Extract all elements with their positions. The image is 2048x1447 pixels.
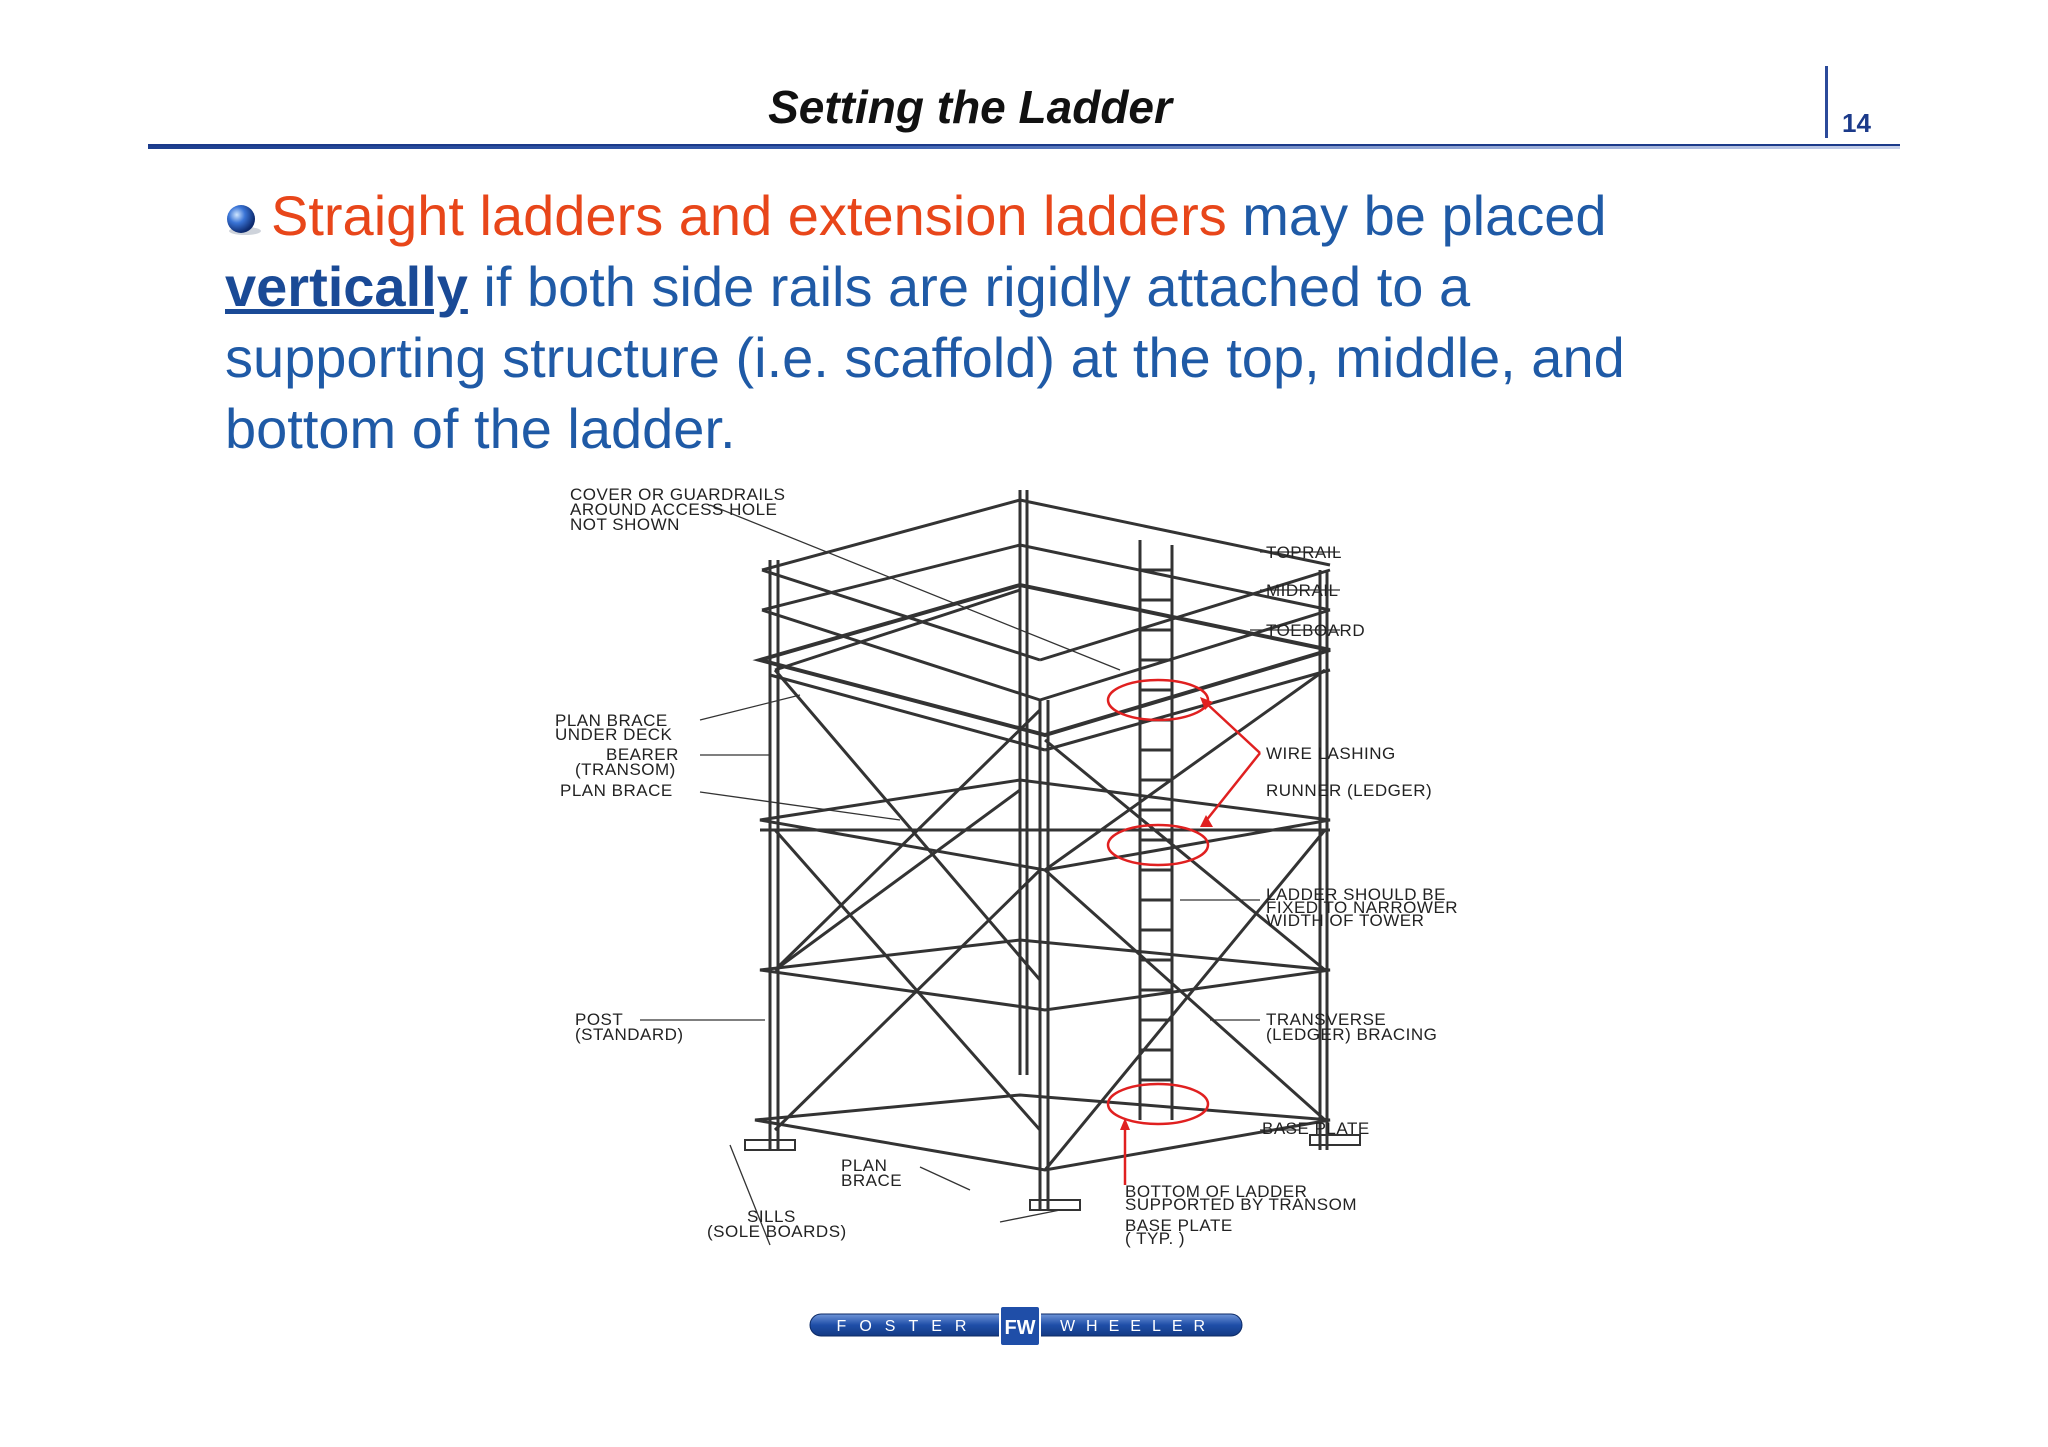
label-midrail: MIDRAIL	[1266, 581, 1338, 600]
logo-mark: FW	[1004, 1317, 1035, 1339]
foster-wheeler-logo: FOSTER FW WHEELER	[808, 1304, 1244, 1348]
highlight-phrase: Straight ladders and extension ladders	[271, 184, 1227, 247]
label-plan-brace: PLAN BRACE	[560, 781, 673, 800]
bullet-text-b: if both side rails are rigidly attached …	[225, 255, 1625, 460]
logo-left-text: FOSTER	[837, 1318, 980, 1335]
label-bearer: BEARER(TRANSOM)	[575, 745, 679, 779]
emphasis-word: vertically	[225, 255, 468, 318]
title-underline-edge	[148, 144, 1900, 146]
label-post: POST(STANDARD)	[575, 1010, 684, 1044]
label-toprail: TOPRAIL	[1266, 543, 1342, 562]
label-wire-lashing: WIRE LASHING	[1266, 744, 1396, 763]
label-sills: SILLS(SOLE BOARDS)	[707, 1207, 847, 1241]
label-transverse: TRANSVERSE(LEDGER) BRACING	[1266, 1010, 1437, 1044]
page-number: 14	[1842, 108, 1871, 138]
wire-lashing-callouts	[1106, 678, 1261, 1185]
bullet-text-a: may be placed	[1226, 184, 1607, 247]
bullet-paragraph: Straight ladders and extension ladders m…	[225, 180, 1745, 464]
logo-right-text: WHEELER	[1060, 1318, 1216, 1335]
page-divider	[1825, 66, 1828, 138]
slide-title: Setting the Ladder	[768, 81, 1172, 133]
label-toeboard: TOEBOARD	[1266, 621, 1365, 640]
label-runner: RUNNER (LEDGER)	[1266, 781, 1432, 800]
label-base-plate: BASE PLATE	[1262, 1119, 1370, 1138]
label-base-plate-typ: BASE PLATE( TYP. )	[1125, 1216, 1233, 1248]
scaffold-drawing	[744, 490, 1361, 1211]
label-leaders	[640, 504, 1340, 1246]
callout-arrowheads	[1120, 697, 1213, 1130]
sphere-bullet-icon	[225, 182, 261, 235]
title-underline	[148, 145, 1900, 149]
